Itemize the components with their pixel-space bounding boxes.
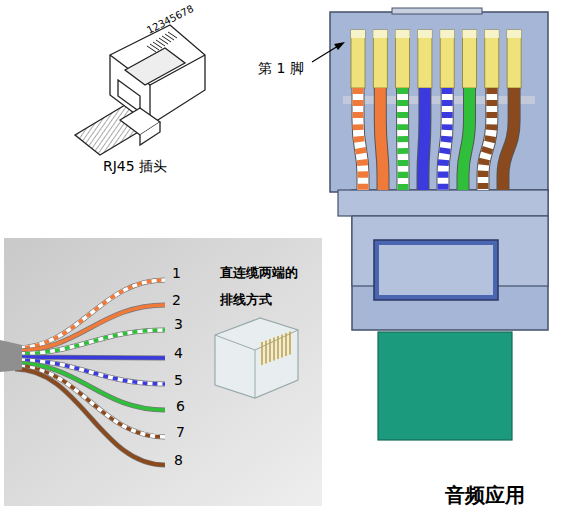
contact-tip [440,30,454,38]
watermark: 音频应用 [445,484,525,507]
wire [380,88,383,190]
callout-number: 4 [174,345,183,361]
photo-wire [15,369,165,465]
wire-outline [423,88,425,190]
gold-contact [485,30,499,88]
contact-tip [507,30,521,38]
gold-contact [463,30,477,88]
contact-tip [373,30,387,38]
wire-outline [503,88,514,190]
wire-outline [443,88,447,190]
contact-tip [351,30,365,38]
clear-plug-pin [261,342,263,365]
contact-tip [463,30,477,38]
small-plug-sketch [75,25,205,155]
wire-stripe [397,88,408,190]
wire [483,88,492,190]
callout-number: 7 [176,424,185,440]
wire [443,88,447,190]
photo-wire-outline [15,330,165,354]
gold-contact [440,30,454,88]
label-text: 第 1 脚 [258,60,304,76]
gold-contact [418,30,432,88]
gold-contact [396,30,410,88]
wire-stripe [358,88,363,190]
callout-number: 1 [172,265,181,281]
wire [358,88,363,190]
photo-wire-outline [15,366,165,437]
photo-wire-outline [15,357,165,358]
wire [463,88,470,190]
wire [397,88,408,190]
clear-plug-pin [277,336,279,359]
wire-stripe [443,88,447,190]
wire-outline [380,88,383,190]
contact-tip [485,30,499,38]
gold-contact [373,30,387,88]
wire-outline [483,88,492,190]
photo-wire-stripe [15,366,165,437]
gold-contact [507,30,521,88]
photo-wire-stripe [15,330,165,354]
wire-outline [358,88,363,190]
callout-number: 6 [176,398,185,414]
photo-wire [15,330,165,354]
clear-plug-pin [285,333,287,356]
label-text: 直连缆两端的 排线方式 [220,259,312,314]
cable-photo [0,238,322,506]
callout-number: 8 [174,452,183,468]
clear-plug [215,318,298,398]
contact-tip [396,30,410,38]
label-text: RJ45 插头 [103,158,167,174]
gold-contact [351,30,365,88]
wire-outline [463,88,470,190]
photo-wire-outline [15,369,165,465]
photo-wire [15,357,165,358]
contact-tip [418,30,432,38]
photo-wire [15,366,165,437]
callout-number: 5 [174,372,183,388]
callout-number: 2 [172,292,181,308]
callout-number: 3 [174,316,183,332]
clear-plug-pin [269,339,271,362]
clear-plug-pin [273,338,275,361]
arrow-head [334,42,345,50]
clear-plug-pin [289,332,291,355]
wire-stripe [483,88,492,190]
photo-wire-stripe [15,280,165,348]
wire [423,88,425,190]
clear-plug-pin [281,335,283,358]
wire [503,88,514,190]
wire-outline [396,88,409,190]
photo-wire-outline [15,280,165,348]
clear-plug-pin [265,341,267,364]
leader-line [312,46,338,62]
rj45-plug-large [330,8,548,440]
photo-wire [15,280,165,348]
